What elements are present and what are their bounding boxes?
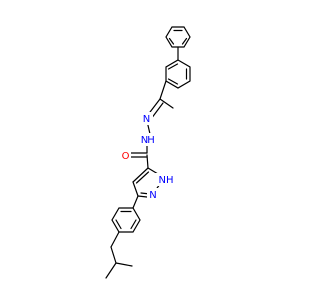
atom-n-pyrazole: N [147, 188, 159, 201]
atom-label-n-amide-2: H [147, 135, 155, 146]
phenyl-ring-top [165, 26, 191, 48]
phenyl-ring-bottom [111, 207, 141, 233]
atom-label-n-amide: N [141, 135, 148, 146]
atom-label-oxygen: O [122, 151, 130, 162]
atom-nh-pyrazole: NH [155, 173, 177, 186]
atom-oxygen: O [120, 149, 131, 162]
pyrazole-to-aryl-bond [132, 195, 139, 209]
carbonyl-to-pyrazole-bond [146, 154, 149, 169]
atom-n-imine: N [140, 112, 153, 125]
isobutyl-chain [105, 231, 133, 279]
atom-nh-amide: N H [138, 133, 155, 146]
atom-label-nh-pyrazole: NH [159, 175, 174, 186]
atom-label-n-pyrazole: N [149, 190, 156, 201]
methyl-bond [159, 98, 174, 109]
atom-label-n-imine: N [143, 114, 150, 125]
molecule-structure: N N H O NH N [105, 26, 191, 279]
phenyl-ring-middle [165, 59, 191, 89]
ring-to-imine-bond [159, 80, 167, 100]
